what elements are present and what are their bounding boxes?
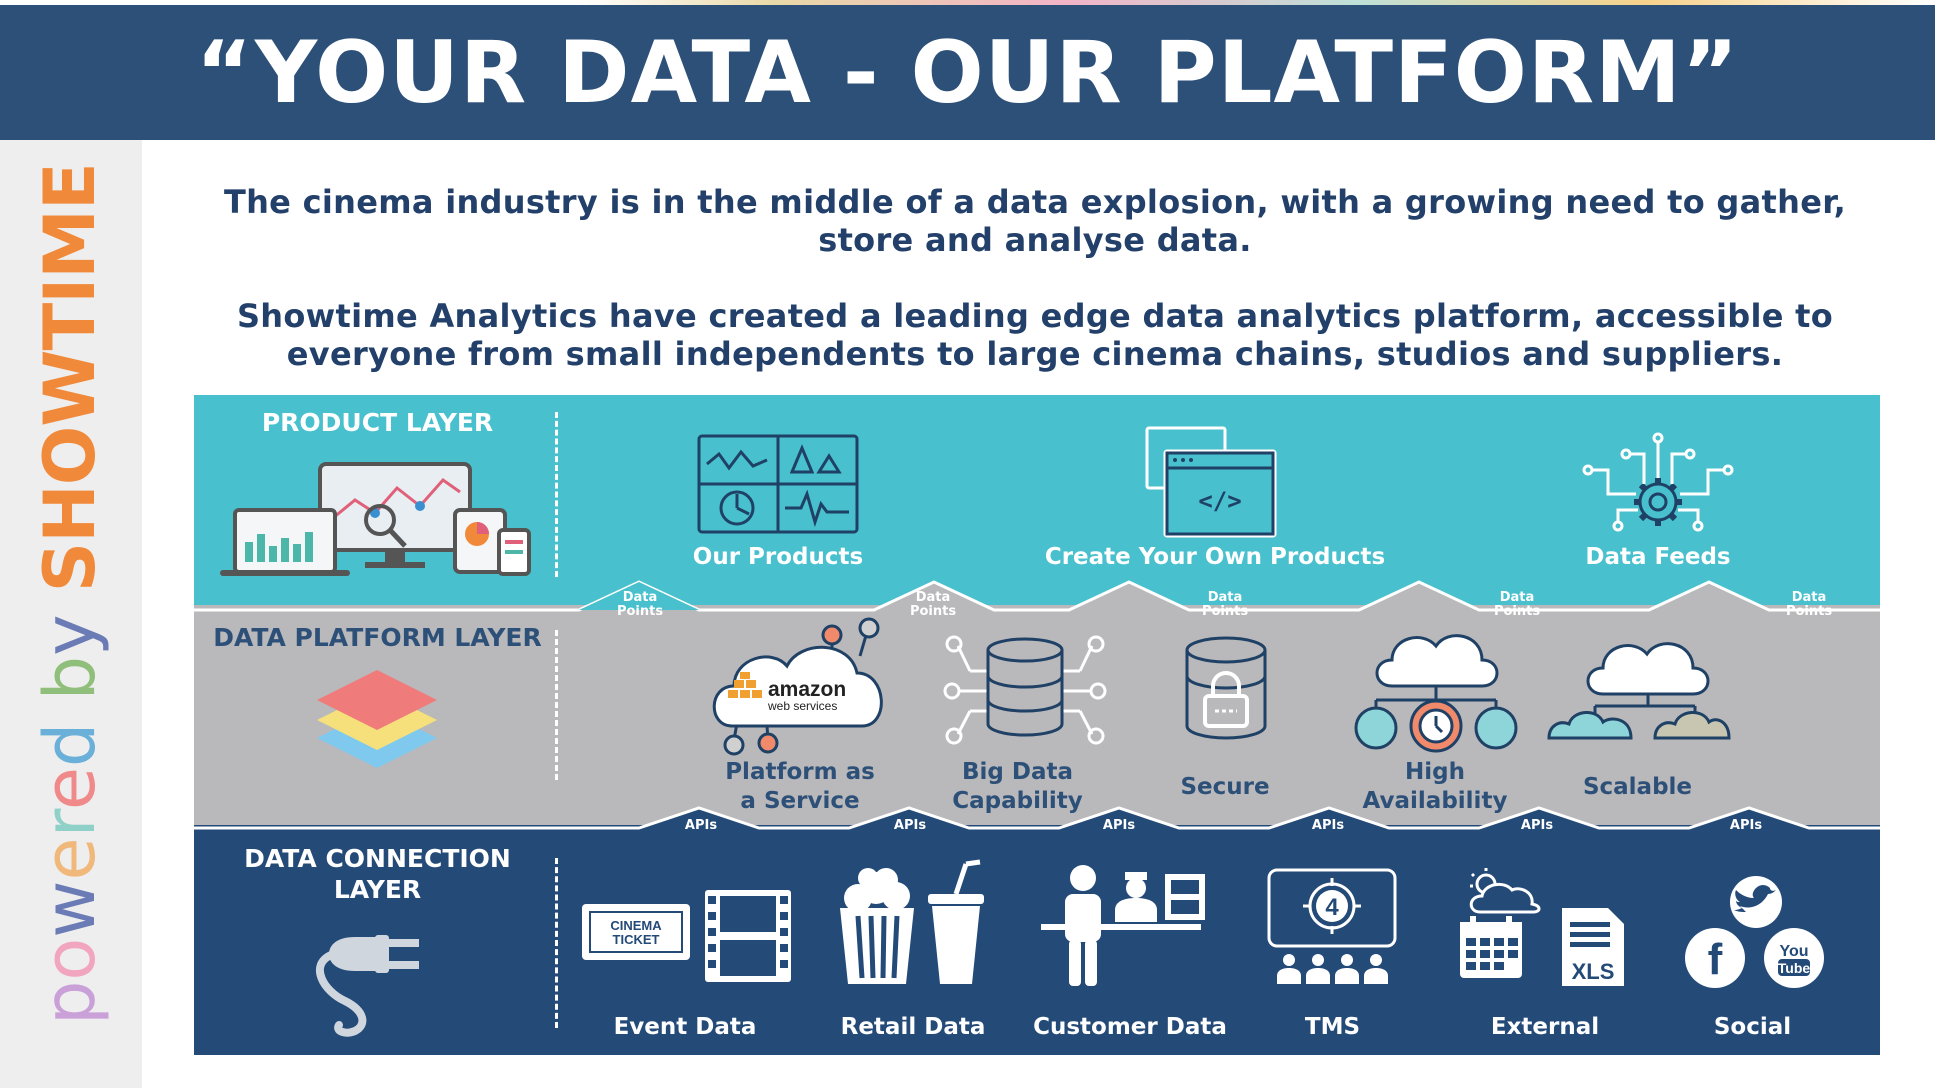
apis-label: APIs (684, 818, 718, 833)
svg-text:web services: web services (767, 699, 837, 713)
connection-layer-divider (555, 858, 558, 1028)
svg-text:TICKET: TICKET (613, 932, 660, 947)
apis-label: APIs (893, 818, 927, 833)
apis-label: APIs (1311, 818, 1345, 833)
apis-label: APIs (1520, 818, 1554, 833)
cloud-clock-icon (1354, 634, 1518, 753)
stacked-layers-icon (317, 670, 437, 768)
product-layer-divider (555, 412, 558, 577)
external-label: External (1490, 1014, 1600, 1040)
intro-paragraph-1: The cinema industry is in the middle of … (210, 183, 1860, 259)
svg-text:amazon: amazon (768, 678, 846, 701)
powered-by-text: powered by (29, 614, 111, 1025)
intro-line-4: everyone from small independents to larg… (286, 335, 1784, 373)
database-network-icon (943, 635, 1107, 745)
dashboard-grid-icon (697, 434, 859, 534)
plug-icon (315, 935, 419, 1037)
ticket-film-icon: CINEMA TICKET (582, 890, 791, 982)
header-banner: “YOUR DATA - OUR PLATFORM” (0, 0, 1935, 140)
svg-text:XLS: XLS (1572, 959, 1615, 984)
code-window-icon: </> (1145, 426, 1277, 538)
database-lock-icon (1185, 636, 1267, 740)
data-feeds-label: Data Feeds (1585, 544, 1731, 570)
popcorn-drink-icon (840, 859, 984, 984)
intro-paragraph-2: Showtime Analytics have created a leadin… (210, 297, 1860, 373)
intro-line-2: store and analyse data. (818, 221, 1252, 259)
weather-calendar-xls-icon: XLS (1460, 868, 1624, 986)
devices-illustration-icon (220, 462, 531, 576)
intro-line-3: Showtime Analytics have created a leadin… (236, 297, 1834, 335)
screen-audience-icon: 4 (1267, 868, 1397, 984)
apis-label: APIs (1102, 818, 1136, 833)
create-your-own-products-label: Create Your Own Products (1044, 544, 1386, 570)
brand-name: SHOWTIME (29, 163, 111, 593)
gear-network-icon (1582, 432, 1734, 532)
powered-by-showtime-logo: powered by SHOWTIME (20, 163, 120, 1025)
data-platform-layer-title: DATA PLATFORM LAYER (213, 623, 542, 652)
svg-text:4: 4 (1325, 894, 1339, 921)
apis-separator (194, 806, 1880, 840)
side-branding-strip (0, 140, 142, 1088)
customer-data-label: Customer Data (1033, 1014, 1227, 1040)
retail-data-label: Retail Data (840, 1014, 986, 1040)
decorative-top-line (0, 0, 1935, 5)
page-title: “YOUR DATA - OUR PLATFORM” (195, 23, 1740, 123)
data-points-separator (194, 580, 1880, 630)
our-products-label: Our Products (692, 544, 864, 570)
svg-text:You: You (1779, 943, 1808, 960)
platform-layer-divider (555, 630, 558, 780)
cloud-scale-icon (1547, 642, 1731, 740)
apis-label: APIs (1729, 818, 1763, 833)
svg-text:Tube: Tube (1778, 960, 1811, 976)
tms-label: TMS (1304, 1014, 1361, 1040)
product-layer (194, 395, 1880, 610)
aws-cloud-icon: amazon web services (712, 617, 883, 756)
social-label: Social (1713, 1014, 1792, 1040)
svg-text:CINEMA: CINEMA (610, 918, 662, 933)
product-layer-title: PRODUCT LAYER (261, 408, 494, 437)
svg-text:</>: </> (1198, 487, 1241, 515)
intro-line-1: The cinema industry is in the middle of … (223, 183, 1847, 221)
social-media-icon: f You Tube (1685, 876, 1824, 988)
event-data-label: Event Data (613, 1014, 757, 1040)
customer-counter-icon (1041, 865, 1205, 986)
scalable-label: Scalable (1582, 774, 1693, 800)
svg-text:f: f (1708, 935, 1723, 984)
secure-label: Secure (1180, 774, 1270, 800)
